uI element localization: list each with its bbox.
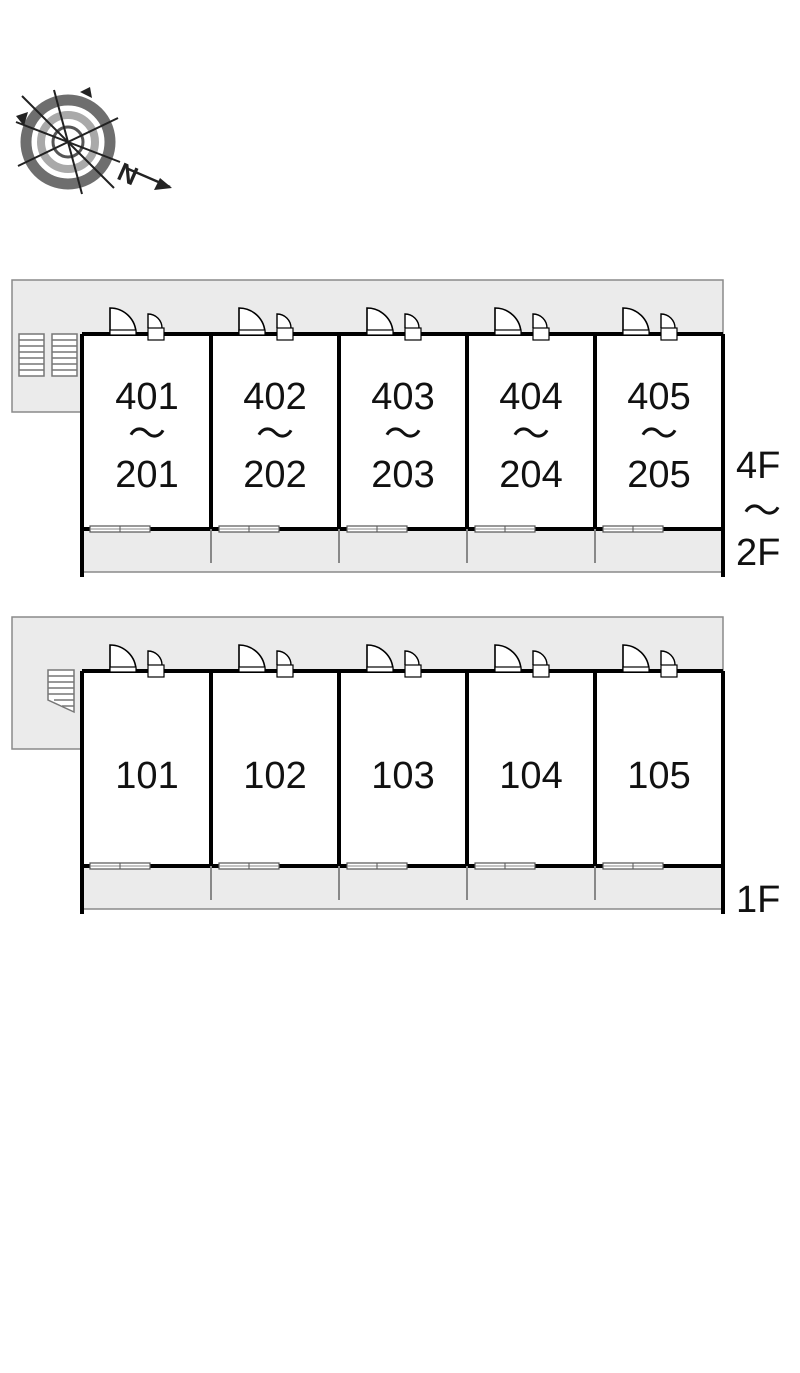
- window-icon: [602, 862, 664, 870]
- unit-range-sep: ～: [512, 414, 550, 456]
- unit-top-label: 405: [627, 376, 690, 418]
- unit-104-label: 104: [499, 755, 562, 797]
- door-icon: [494, 644, 522, 673]
- meter-box-icon: [532, 650, 550, 678]
- floor-top-label: 4F: [736, 445, 780, 487]
- window-icon: [346, 525, 408, 533]
- door-icon: [238, 307, 266, 336]
- unit-range-sep: ～: [256, 414, 294, 456]
- unit-101-label: 101: [115, 755, 178, 797]
- door-icon: [109, 644, 137, 673]
- window-icon: [474, 862, 536, 870]
- unit-range-sep: ～: [384, 414, 422, 456]
- lower-corridor: [81, 865, 724, 910]
- floor-bottom-label: 2F: [736, 532, 780, 574]
- lower-walls: [80, 669, 725, 914]
- unit-bottom-label: 201: [115, 454, 178, 496]
- unit-103-label: 103: [371, 755, 434, 797]
- window-icon: [346, 862, 408, 870]
- window-icon: [474, 525, 536, 533]
- unit-bottom-label: 205: [627, 454, 690, 496]
- door-icon: [366, 644, 394, 673]
- unit-201-405: 401 ～ 201: [115, 376, 178, 496]
- window-icon: [218, 525, 280, 533]
- upper-balcony-dividers: [210, 529, 596, 563]
- door-icon: [622, 644, 650, 673]
- unit-105-label: 105: [627, 755, 690, 797]
- door-icon: [238, 644, 266, 673]
- unit-204-404: 404 ～ 204: [499, 376, 562, 496]
- door-icon: [109, 307, 137, 336]
- door-icon: [494, 307, 522, 336]
- compass-icon: [15, 87, 121, 195]
- unit-top-label: 404: [499, 376, 562, 418]
- window-icon: [89, 862, 151, 870]
- lower-balcony-dividers: [210, 866, 596, 900]
- unit-102-label: 102: [243, 755, 306, 797]
- floor-range-label: 4F ～ 2F: [736, 445, 781, 574]
- stairs-icon: [47, 669, 75, 714]
- unit-203-403: 403 ～ 203: [371, 376, 434, 496]
- window-icon: [89, 525, 151, 533]
- unit-top-label: 402: [243, 376, 306, 418]
- meter-box-icon: [404, 313, 422, 341]
- upper-block: 401 ～ 201 402 ～ 202 403 ～ 203 404 ～ 204 …: [11, 279, 781, 577]
- unit-top-label: 401: [115, 376, 178, 418]
- stairs-icon: [18, 333, 78, 377]
- window-icon: [602, 525, 664, 533]
- floor-range-sep: ～: [743, 491, 781, 533]
- north-arrow-icon: N: [113, 156, 172, 191]
- floor-1f-label: 1F: [736, 879, 780, 921]
- door-icon: [622, 307, 650, 336]
- unit-202-402: 402 ～ 202: [243, 376, 306, 496]
- door-icon: [366, 307, 394, 336]
- meter-box-icon: [276, 313, 294, 341]
- unit-bottom-label: 203: [371, 454, 434, 496]
- meter-box-icon: [532, 313, 550, 341]
- unit-top-label: 403: [371, 376, 434, 418]
- meter-box-icon: [660, 313, 678, 341]
- unit-bottom-label: 204: [499, 454, 562, 496]
- upper-corridor: [81, 528, 724, 573]
- meter-box-icon: [276, 650, 294, 678]
- lower-units-frame: [82, 671, 723, 866]
- meter-box-icon: [147, 650, 165, 678]
- lower-block: 101 102 103 104 105 1F: [11, 616, 780, 921]
- meter-box-icon: [404, 650, 422, 678]
- unit-bottom-label: 202: [243, 454, 306, 496]
- meter-box-icon: [660, 650, 678, 678]
- unit-205-405: 405 ～ 205: [627, 376, 690, 496]
- unit-range-sep: ～: [128, 414, 166, 456]
- window-icon: [218, 862, 280, 870]
- upper-units-frame: [82, 334, 723, 529]
- meter-box-icon: [147, 313, 165, 341]
- unit-range-sep: ～: [640, 414, 678, 456]
